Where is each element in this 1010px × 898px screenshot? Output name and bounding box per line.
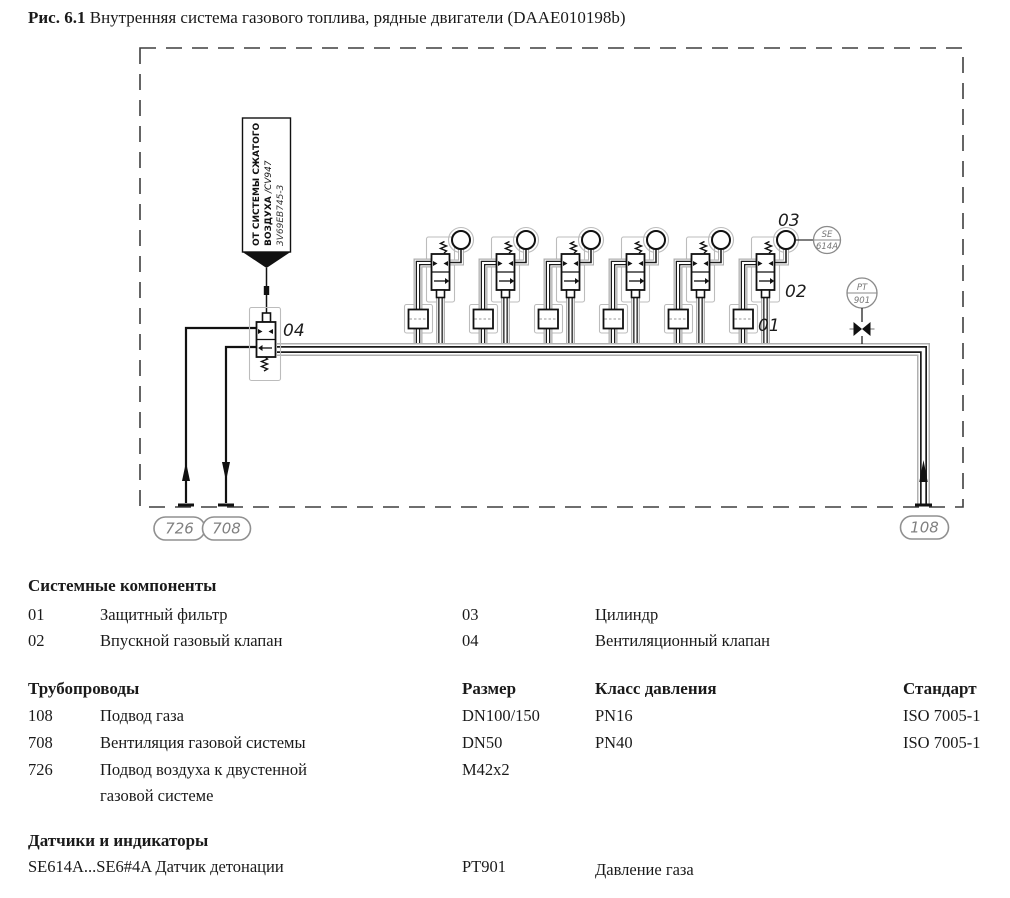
pipe-tag-726: 726 xyxy=(153,516,206,541)
figure-number: Рис. 6.1 xyxy=(28,8,86,27)
component-name: Вентиляционный клапан xyxy=(595,631,770,650)
pipe-tag-708: 708 xyxy=(201,516,252,541)
section-heading: Трубопроводы xyxy=(28,679,140,698)
pipe-name: Подвод воздуха к двустенной xyxy=(100,760,307,779)
pipe-number: 108 xyxy=(28,706,53,725)
pipe-size: DN100/150 xyxy=(462,706,540,725)
pipe-pressure-class: PN40 xyxy=(595,733,633,752)
label-04: 04 xyxy=(283,321,305,341)
funnel-icon xyxy=(242,252,291,268)
table-row: 02 Впускной газовый клапан 04 Вентиляцио… xyxy=(0,631,1010,653)
source-box-line2-bold: ВОЗДУХА xyxy=(264,193,274,246)
table-row-continuation: газовой системе xyxy=(0,786,1010,808)
pipe-name-line2: газовой системе xyxy=(100,786,214,805)
svg-text:708: 708 xyxy=(212,520,241,538)
svg-text:108: 108 xyxy=(910,519,939,537)
source-label-box: ОТ СИСТЕМЫ СЖАТОГО ВОЗДУХА /CV947 3V69EB… xyxy=(241,117,292,313)
sensors-section: Датчики и индикаторы SE614A...SE6#4A Дат… xyxy=(0,831,1010,891)
flow-arrow-up-726 xyxy=(182,462,190,481)
source-box-line2-italic: /CV947 xyxy=(264,160,274,194)
ventilation-valve-04 xyxy=(248,306,282,382)
knock-sensor-bubble-se614a: SE 614A xyxy=(795,225,842,255)
pipe-tag-108: 108 xyxy=(899,515,950,540)
section-heading: Системные компоненты xyxy=(28,576,217,595)
gas-valve-unit-1 xyxy=(405,228,474,351)
component-number: 04 xyxy=(462,631,479,650)
source-box-line1: ОТ СИСТЕМЫ СЖАТОГО xyxy=(252,123,262,246)
label-01: 01 xyxy=(758,316,780,336)
component-number: 02 xyxy=(28,631,45,650)
pipe-size: DN50 xyxy=(462,733,503,752)
pt-bubble-top: PT xyxy=(857,283,868,293)
figure-title: Внутренняя система газового топлива, ряд… xyxy=(85,8,626,27)
component-name: Впускной газовый клапан xyxy=(100,631,283,650)
gas-pressure-bubble-pt901: PT 901 xyxy=(846,277,878,344)
flow-arrow-up-108 xyxy=(919,460,928,482)
pipe-standard: ISO 7005-1 xyxy=(903,733,981,752)
piping-section: Трубопроводы Размер Класс давления Станд… xyxy=(0,679,1010,814)
pipe-pressure-class: PN16 xyxy=(595,706,633,725)
svg-text:726: 726 xyxy=(165,520,194,538)
gas-valve-unit-2 xyxy=(470,228,539,351)
pipe-break-symbol xyxy=(263,286,270,295)
section-heading: Датчики и индикаторы xyxy=(28,831,209,850)
pipe-standard: ISO 7005-1 xyxy=(903,706,981,725)
se-bubble-top: SE xyxy=(822,230,833,240)
system-components-section: Системные компоненты 01 Защитный фильтр … xyxy=(0,576,1010,656)
flow-arrow-down-708 xyxy=(222,462,230,481)
component-name: Защитный фильтр xyxy=(100,605,228,624)
sensor-code: SE614A...SE6#4A Датчик детонации xyxy=(28,857,284,876)
table-row: 108 Подвод газа DN100/150 PN16 ISO 7005-… xyxy=(0,706,1010,728)
pt-bubble-bottom: 901 xyxy=(854,296,870,306)
label-03: 03 xyxy=(778,211,800,231)
column-header-standard: Стандарт xyxy=(903,679,977,698)
column-header-size: Размер xyxy=(462,679,517,698)
air-and-vent-lines xyxy=(184,326,257,503)
gas-valve-unit-3 xyxy=(535,228,604,351)
gas-valve-unit-4 xyxy=(600,228,669,351)
label-02: 02 xyxy=(785,282,807,302)
tap-valve-icon xyxy=(849,322,875,336)
table-row: 01 Защитный фильтр 03 Цилиндр xyxy=(0,605,1010,627)
sensor-description: Давление газа xyxy=(595,860,694,879)
svg-text:ВОЗДУХА /CV947: ВОЗДУХА /CV947 xyxy=(264,160,274,246)
component-number: 03 xyxy=(462,605,479,624)
figure-caption: Рис. 6.1 Внутренняя система газового топ… xyxy=(28,8,626,28)
pipe-name: Подвод газа xyxy=(100,706,184,725)
pipe-number: 726 xyxy=(28,760,53,779)
engine-boundary-dashed-border xyxy=(139,47,964,508)
column-header-pressure-class: Класс давления xyxy=(595,679,717,698)
spring-icon xyxy=(259,356,270,372)
component-number: 01 xyxy=(28,605,45,624)
table-row: 708 Вентиляция газовой системы DN50 PN40… xyxy=(0,733,1010,755)
main-gas-pipe xyxy=(277,350,924,505)
source-box-line3: 3V69EB745-3 xyxy=(276,184,286,246)
table-row: SE614A...SE6#4A Датчик детонации PT901 Д… xyxy=(0,857,1010,879)
component-name: Цилиндр xyxy=(595,605,659,624)
se-bubble-bottom: 614A xyxy=(816,242,838,252)
pipe-name: Вентиляция газовой системы xyxy=(100,733,306,752)
gas-fuel-system-diagram: ОТ СИСТЕМЫ СЖАТОГО ВОЗДУХА /CV947 3V69EB… xyxy=(139,47,964,541)
pipe-number: 708 xyxy=(28,733,53,752)
table-row: 726 Подвод воздуха к двустенной M42x2 xyxy=(0,760,1010,782)
gas-valve-unit-5 xyxy=(665,228,734,351)
pipe-size: M42x2 xyxy=(462,760,510,779)
sensor-tag: PT901 xyxy=(462,857,507,876)
